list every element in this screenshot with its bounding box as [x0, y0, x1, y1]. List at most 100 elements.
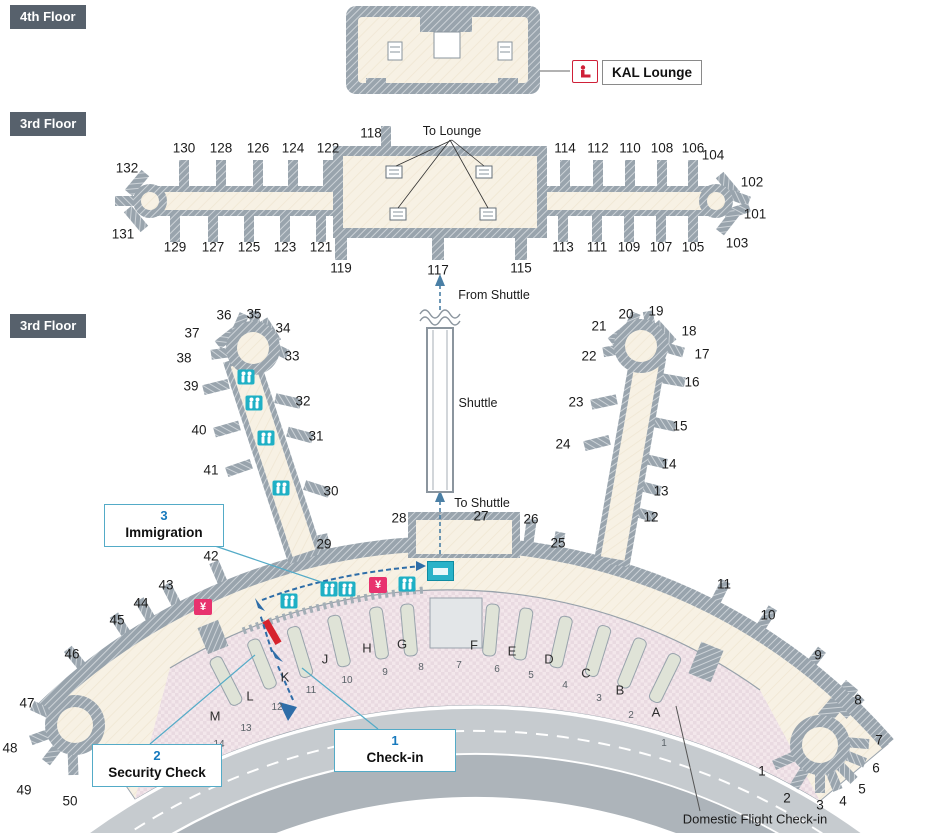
checkin-counter-letter: H — [362, 640, 372, 656]
checkin-counter-letter: A — [651, 704, 661, 720]
checkin-row-number: 2 — [628, 710, 634, 721]
terminal-gate-number: 14 — [661, 456, 677, 472]
concourse-gate-number: 117 — [427, 262, 449, 278]
checkin-counter-letter: M — [209, 708, 221, 724]
checkin-counter-letter: D — [544, 651, 554, 667]
concourse-gate-number: 126 — [246, 140, 270, 156]
concourse-gate-number: 121 — [309, 239, 333, 255]
floor-badge-3f-concourse: 3rd Floor — [10, 112, 87, 136]
concourse-gate-number: 129 — [163, 239, 187, 255]
concourse-gate-number: 127 — [201, 239, 225, 255]
concourse-gate-number: 125 — [237, 239, 261, 255]
terminal-gate-number: 31 — [308, 428, 324, 444]
callout-number: 3 — [160, 508, 168, 523]
currency-exchange-icon: ¥ — [369, 577, 387, 593]
terminal-gate-number: 10 — [760, 607, 776, 623]
checkin-counter-letter: K — [280, 669, 290, 685]
security-gate-marker — [262, 618, 282, 646]
terminal-gate-number: 35 — [246, 306, 262, 322]
restroom-icon — [237, 369, 255, 385]
from-shuttle-label: From Shuttle — [458, 287, 530, 302]
callout-label: Check-in — [366, 750, 424, 765]
terminal-gate-number: 27 — [473, 508, 489, 524]
concourse-gate-number: 106 — [681, 140, 705, 156]
callout-number: 1 — [391, 733, 399, 748]
restroom-icon — [320, 581, 338, 597]
terminal-gate-number: 29 — [316, 536, 332, 552]
callout-number: 2 — [153, 748, 161, 763]
terminal-gate-number: 15 — [672, 418, 688, 434]
terminal-gate-number: 48 — [2, 740, 18, 756]
to-shuttle-label: To Shuttle — [454, 495, 510, 510]
passenger-flow-arrows — [259, 565, 423, 701]
flow-arrowheads — [255, 561, 426, 721]
terminal-gate-number: 23 — [568, 394, 584, 410]
terminal-gate-number: 16 — [684, 374, 700, 390]
terminal-gate-number: 8 — [854, 692, 862, 708]
floor-badge-4f: 4th Floor — [10, 5, 86, 29]
concourse-gate-number: 119 — [330, 260, 352, 276]
terminal-gate-number: 6 — [872, 760, 880, 776]
shuttle-track — [418, 274, 464, 554]
terminal-gate-number: 44 — [133, 595, 149, 611]
terminal-gate-number: 7 — [875, 732, 883, 748]
east-gate-fan — [772, 715, 870, 793]
checkin-counter-letter: G — [396, 636, 408, 652]
terminal-gate-number: 11 — [716, 576, 732, 592]
checkin-row-number: 9 — [382, 667, 388, 678]
terminal-gate-number: 33 — [284, 348, 300, 364]
concourse-gate-number: 132 — [115, 160, 139, 176]
kal-lounge-icon — [572, 60, 598, 83]
concourse-gate-number: 118 — [360, 125, 382, 141]
roadway — [90, 708, 861, 833]
concourse-gate-number: 128 — [209, 140, 233, 156]
checkin-row-number: 6 — [494, 664, 500, 675]
checkin-counter-letter: E — [507, 643, 517, 659]
west-gate-fan — [29, 695, 105, 776]
concourse-gate-number: 122 — [316, 140, 340, 156]
checkin-row-number: 4 — [562, 680, 568, 691]
callout-security-check: 2 Security Check — [92, 744, 222, 787]
callout-label: Immigration — [125, 525, 203, 540]
concourse-gate-stubs — [115, 126, 751, 260]
checkin-row-number: 10 — [341, 675, 353, 686]
lounge-seat-icon — [580, 64, 591, 77]
restroom-icon — [272, 480, 290, 496]
to-lounge-label: To Lounge — [422, 123, 482, 138]
terminal-gate-number: 22 — [581, 348, 597, 364]
terminal-gate-number: 18 — [681, 323, 697, 339]
terminal-gate-number: 45 — [109, 612, 125, 628]
callout-label: Security Check — [108, 765, 206, 780]
west-core-block — [197, 619, 229, 655]
callout-immigration: 3 Immigration — [104, 504, 224, 547]
terminal-gate-number: 17 — [694, 346, 710, 362]
domestic-checkin-label: Domestic Flight Check-in — [682, 811, 828, 827]
concourse-gate-number: 101 — [743, 206, 767, 222]
checkin-row-number: 11 — [305, 685, 317, 696]
terminal-gate-number: 37 — [184, 325, 200, 341]
concourse-gate-number: 115 — [510, 260, 532, 276]
terminal-gate-number: 42 — [203, 548, 219, 564]
terminal-gate-number: 21 — [591, 318, 607, 334]
restroom-icon — [398, 576, 416, 592]
concourse-gate-number: 103 — [725, 235, 749, 251]
terminal-gate-number: 36 — [216, 307, 232, 323]
terminal-gate-number: 43 — [158, 577, 174, 593]
concourse-gate-number: 104 — [701, 147, 725, 163]
concourse-gate-number: 102 — [740, 174, 764, 190]
terminal-gate-number: 49 — [16, 782, 32, 798]
concourse-gate-number: 108 — [650, 140, 674, 156]
concourse-gate-number: 109 — [617, 239, 641, 255]
concourse-gate-number: 130 — [172, 140, 196, 156]
terminal-gate-number: 20 — [618, 306, 634, 322]
shuttle-label: Shuttle — [458, 395, 498, 410]
restroom-icon — [245, 395, 263, 411]
terminal-gate-number: 9 — [814, 647, 822, 663]
kal-lounge-label: KAL Lounge — [602, 60, 702, 85]
terminal-gate-number: 13 — [653, 483, 669, 499]
concourse-gate-number: 113 — [552, 239, 574, 255]
terminal-gate-number: 47 — [19, 695, 35, 711]
lounge-floor-building — [346, 6, 570, 94]
